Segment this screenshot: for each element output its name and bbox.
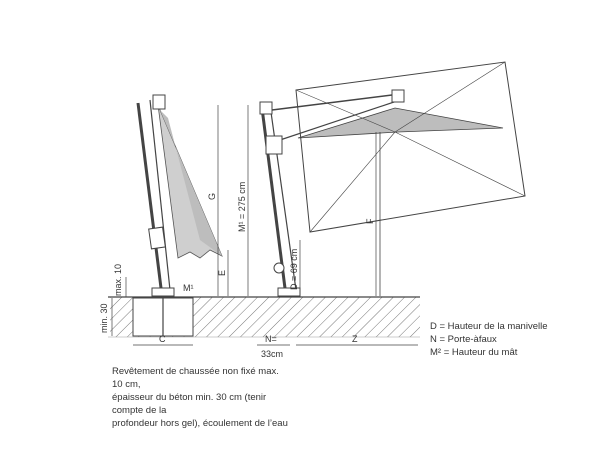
label-mstar: M¹ — [183, 283, 194, 293]
caption-line: profondeur hors gel), écoulement de l’ea… — [112, 418, 288, 429]
folded-pole — [136, 102, 164, 297]
folded-top-joint — [152, 94, 166, 110]
label-c: C — [159, 334, 166, 344]
dimension-lines — [111, 105, 418, 346]
caption-line: Revêtement de chaussée non fixé max. 10 … — [112, 366, 279, 390]
folded-arm — [149, 99, 171, 291]
canopy-rib — [309, 131, 396, 233]
canopy-rib — [394, 131, 526, 197]
canopy-rib — [394, 61, 506, 133]
legend-m: M² = Hauteur du mât — [430, 347, 518, 358]
legend: D = Hauteur de la manivelle N = Porte-àf… — [430, 320, 590, 359]
folded-canopy-shade — [160, 110, 222, 256]
strut-joint — [391, 89, 405, 103]
caption-line: épaisseur du béton min. 30 cm (tenir com… — [112, 392, 267, 416]
legend-d: D = Hauteur de la manivelle — [430, 321, 548, 332]
label-d-height: D = 69 cm — [289, 249, 299, 290]
folded-crank-housing — [148, 226, 166, 250]
label-max10: max. 10 — [113, 264, 123, 296]
support-strut — [271, 93, 401, 111]
label-g: G — [207, 193, 217, 200]
label-z: Z — [352, 334, 358, 344]
open-crank-housing — [265, 135, 283, 155]
label-e: E — [217, 270, 227, 276]
folded-base-plate — [151, 287, 175, 297]
label-min30: min. 30 — [99, 303, 109, 333]
folded-umbrella — [136, 94, 223, 297]
open-top-joint — [259, 101, 273, 115]
canopy-top-face — [295, 61, 526, 233]
crank-icon — [273, 262, 285, 274]
canopy-rib — [295, 89, 396, 133]
support-strut-lower — [279, 99, 401, 141]
open-umbrella — [259, 61, 526, 297]
legend-n: N = Porte-àfaux — [430, 334, 497, 345]
installation-caption: Revêtement de chaussée non fixé max. 10 … — [112, 365, 292, 430]
label-f: F — [365, 218, 375, 224]
ground — [108, 296, 420, 338]
label-n-value: 33cm — [261, 349, 283, 359]
label-n: N= — [265, 334, 277, 344]
label-m-height: M¹ = 275 cm — [237, 182, 247, 232]
dimension-labels: max. 10 min. 30 M¹ E G M¹ = 275 cm D = 6… — [99, 182, 375, 359]
